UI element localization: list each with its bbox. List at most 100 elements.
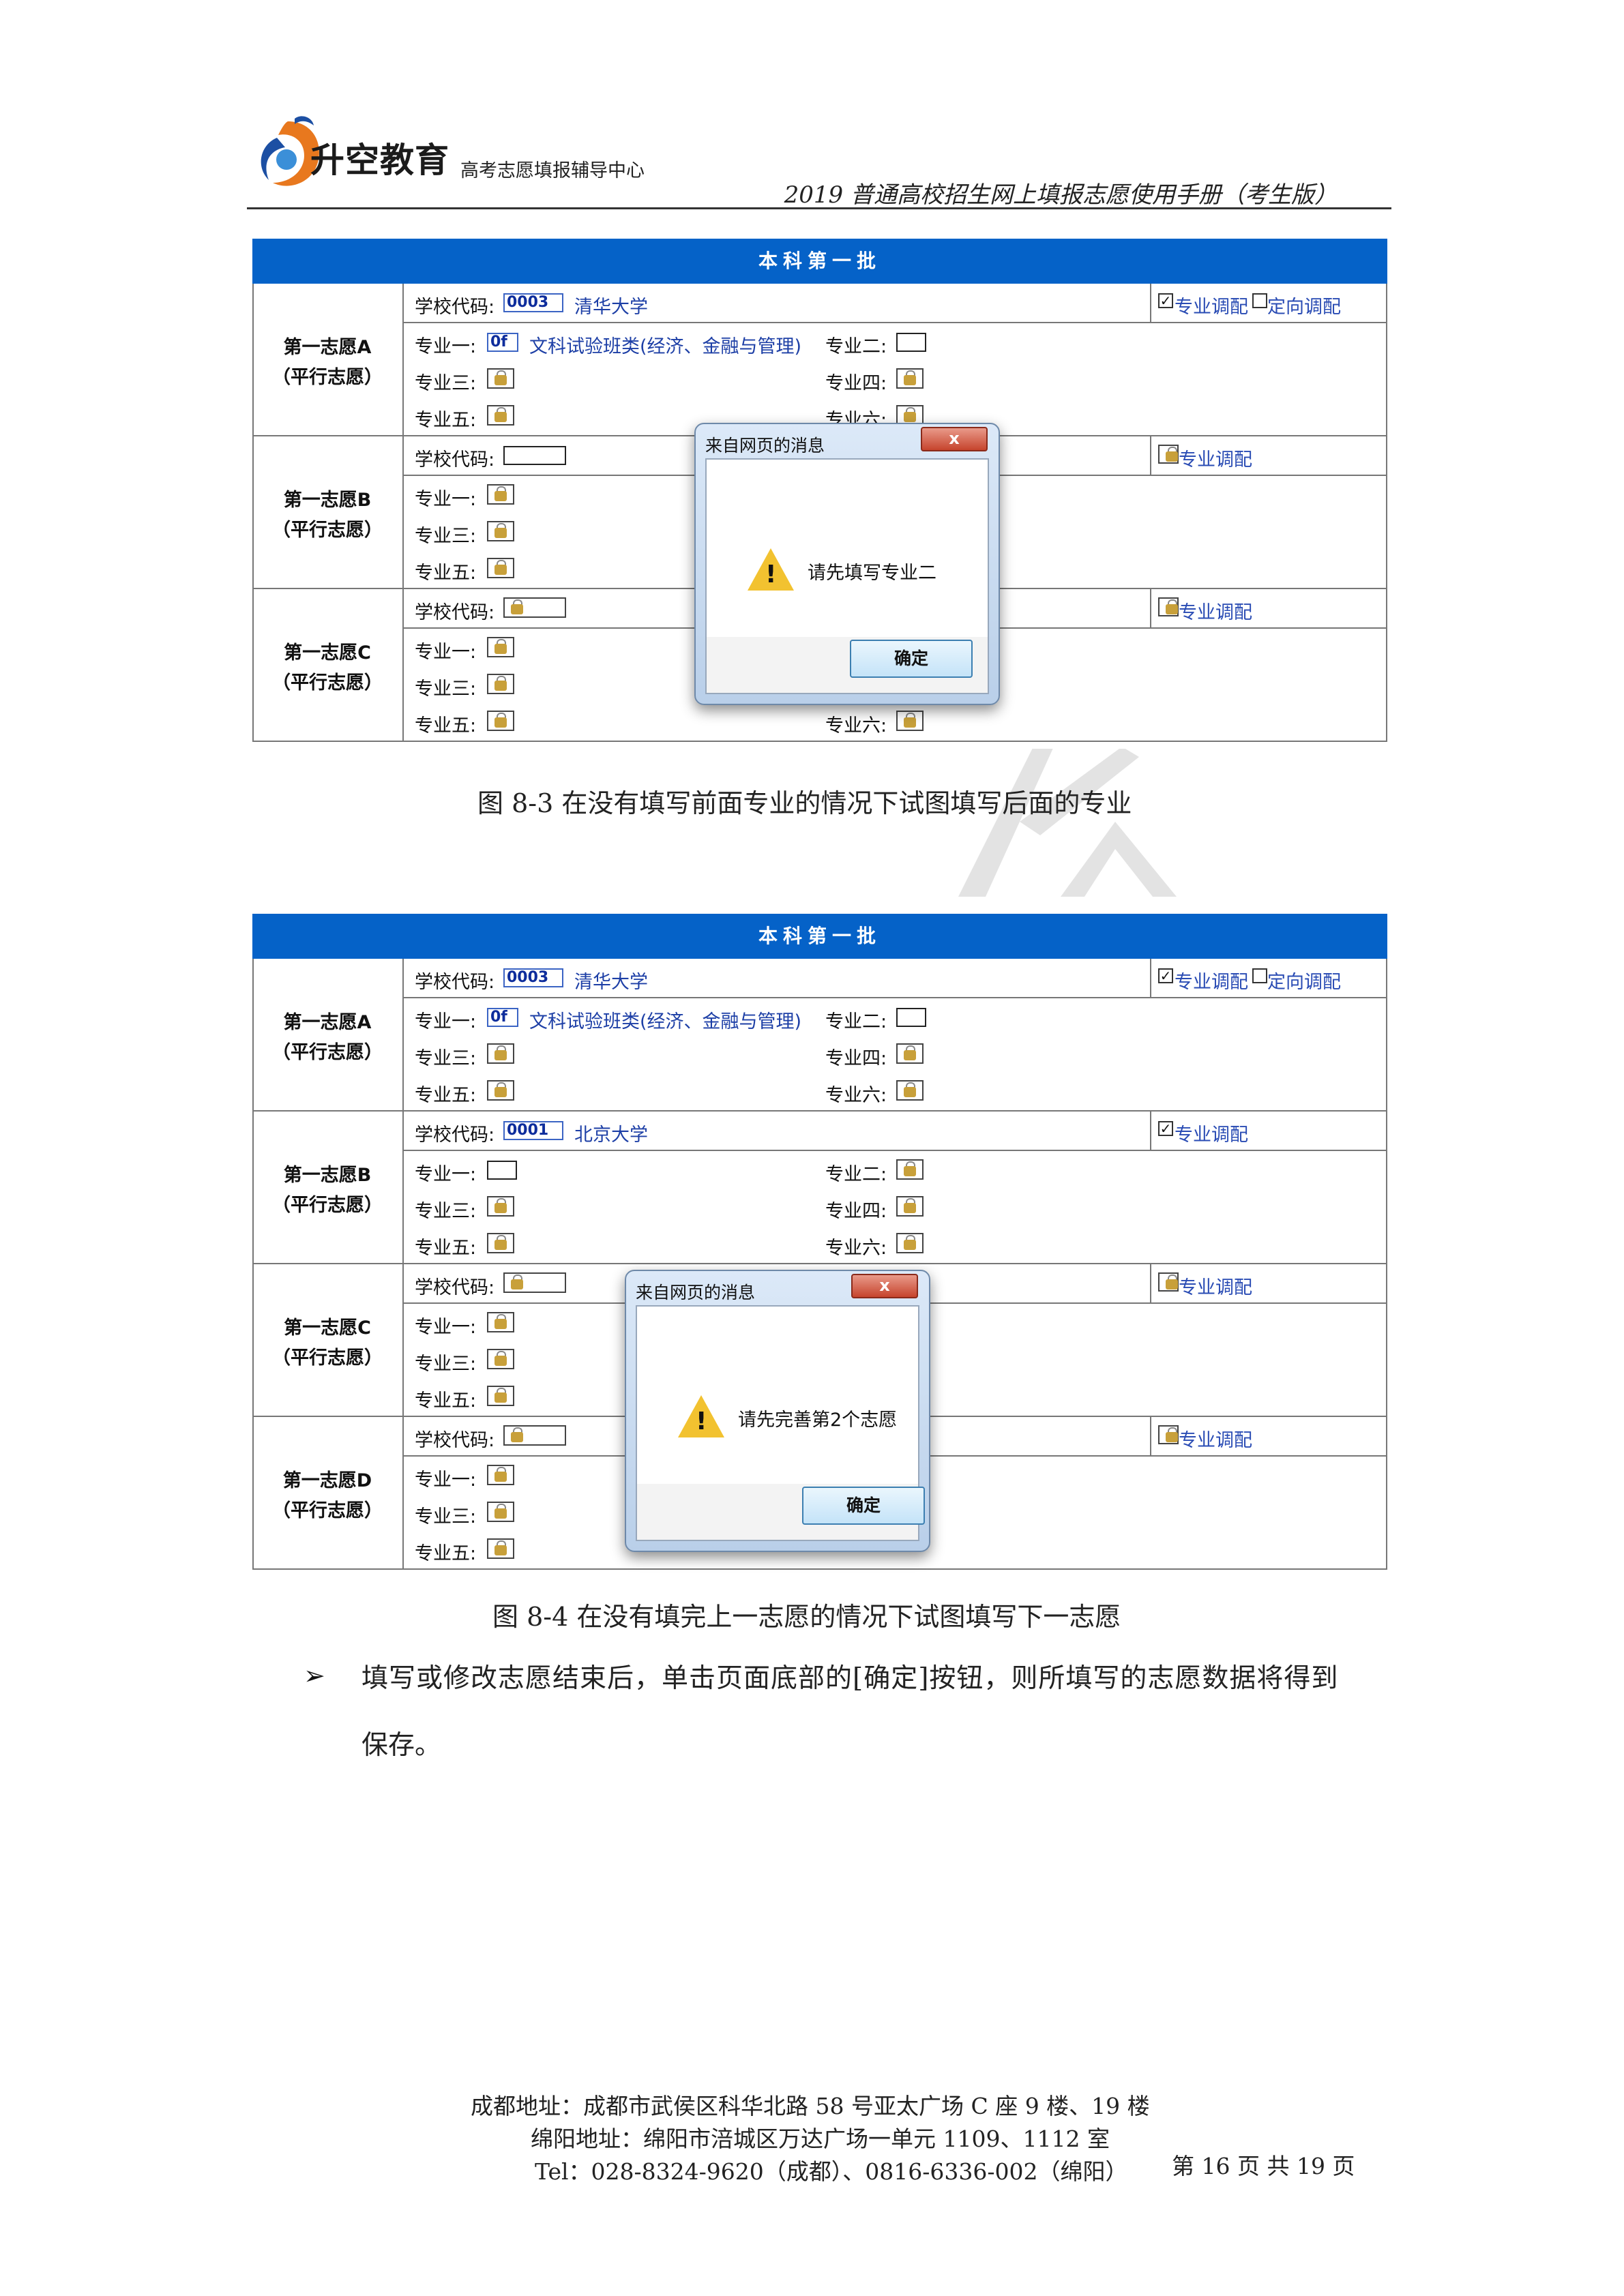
major-3-label: 专业三: <box>415 679 477 700</box>
adjust-checkbox[interactable]: ✓ <box>1158 968 1173 983</box>
school-name: 清华大学 <box>574 297 648 318</box>
alert-dialog: 来自网页的消息 x ! 请先填写专业二 确定 <box>694 423 1000 705</box>
document-title: 2019 普通高校招生网上填报志愿使用手册（考生版） <box>784 181 1338 209</box>
brand-subtitle: 高考志愿填报辅导中心 <box>460 160 645 181</box>
major-4-label: 专业四: <box>825 1201 887 1222</box>
ok-button[interactable]: 确定 <box>802 1487 925 1525</box>
school-code-label: 学校代码: <box>415 1430 495 1451</box>
major-3-label: 专业三: <box>415 1506 477 1527</box>
major-2-input[interactable] <box>896 1008 926 1027</box>
parallel-label: （平行志愿） <box>272 1195 383 1216</box>
school-code-input[interactable]: 0003 <box>503 968 563 987</box>
parallel-label: （平行志愿） <box>272 520 383 541</box>
warning-icon <box>748 548 794 591</box>
major-5-lock-icon[interactable] <box>487 1080 514 1101</box>
major-3-lock-icon[interactable] <box>487 674 514 694</box>
school-code-input[interactable]: 0001 <box>503 1121 563 1140</box>
major-3-lock-icon[interactable] <box>487 1043 514 1064</box>
directed-label: 定向调配 <box>1267 297 1341 318</box>
major-5-lock-icon[interactable] <box>487 1538 514 1559</box>
volunteer-block-a: 第一志愿A（平行志愿） 学校代码: 0003 清华大学 ✓ 专业调配 定向调配 … <box>252 284 1387 436</box>
adjust-label: 专业调配 <box>1179 1430 1252 1451</box>
close-icon[interactable]: x <box>851 1274 918 1298</box>
major-1-input[interactable] <box>487 1161 517 1180</box>
major-1-label: 专业一: <box>415 1470 477 1491</box>
major-3-lock-icon[interactable] <box>487 521 514 541</box>
school-name: 清华大学 <box>574 972 648 993</box>
adjust-lock-icon[interactable] <box>1158 445 1179 464</box>
directed-checkbox[interactable] <box>1252 293 1267 308</box>
school-code-input[interactable]: 0003 <box>503 293 563 312</box>
major-4-lock-icon[interactable] <box>896 1043 924 1064</box>
directed-checkbox[interactable] <box>1252 968 1267 983</box>
major-3-lock-icon[interactable] <box>487 1196 514 1217</box>
volunteer-name: 第一志愿C <box>284 642 371 664</box>
major-2-label: 专业二: <box>825 336 887 357</box>
major-5-lock-icon[interactable] <box>487 1233 514 1253</box>
close-icon[interactable]: x <box>921 427 988 451</box>
major-5-label: 专业五: <box>415 1543 477 1564</box>
ok-button[interactable]: 确定 <box>850 640 973 678</box>
major-4-lock-icon[interactable] <box>896 368 924 389</box>
brand-logo-icon <box>261 116 319 186</box>
major-3-lock-icon[interactable] <box>487 368 514 389</box>
figure-caption: 图 8-4 在没有填完上一志愿的情况下试图填写下一志愿 <box>492 1602 1121 1632</box>
adjust-label: 专业调配 <box>1179 1277 1252 1298</box>
adjust-checkbox[interactable]: ✓ <box>1158 1121 1173 1136</box>
school-code-lock-icon[interactable] <box>503 1272 566 1293</box>
major-5-label: 专业五: <box>415 715 477 736</box>
warning-icon <box>678 1395 724 1437</box>
major-5-lock-icon[interactable] <box>487 558 514 578</box>
major-1-lock-icon[interactable] <box>487 1465 514 1485</box>
volunteer-name: 第一志愿B <box>283 490 372 511</box>
major-6-lock-icon[interactable] <box>896 711 924 731</box>
volunteer-block-c: 第一志愿C（平行志愿） 学校代码: 专业调配 专业一: 专业三: 专业五: 专业… <box>252 589 1387 742</box>
volunteer-block-b: 第一志愿B（平行志愿） 学校代码: 0001 北京大学 ✓ 专业调配 专业一: … <box>252 1112 1387 1264</box>
major-1-label: 专业一: <box>415 336 477 357</box>
major-6-lock-icon[interactable] <box>896 1233 924 1253</box>
school-code-input[interactable] <box>503 446 566 465</box>
major-3-lock-icon[interactable] <box>487 1349 514 1369</box>
school-code-lock-icon[interactable] <box>503 597 566 618</box>
school-name: 北京大学 <box>574 1124 648 1146</box>
major-6-lock-icon[interactable] <box>896 1080 924 1101</box>
major-1-code-input[interactable]: 0f <box>487 1008 518 1027</box>
school-code-label: 学校代码: <box>415 972 495 993</box>
major-1-label: 专业一: <box>415 642 477 663</box>
major-1-label: 专业一: <box>415 1317 477 1338</box>
adjust-checkbox[interactable]: ✓ <box>1158 293 1173 308</box>
major-5-lock-icon[interactable] <box>487 405 514 426</box>
major-2-label: 专业二: <box>825 1164 887 1185</box>
volunteer-name: 第一志愿B <box>283 1165 372 1186</box>
major-5-lock-icon[interactable] <box>487 1386 514 1406</box>
major-1-lock-icon[interactable] <box>487 637 514 657</box>
volunteer-block-b: 第一志愿B（平行志愿） 学校代码: 专业调配 专业一: 专业三: 专业五: <box>252 436 1387 589</box>
major-3-lock-icon[interactable] <box>487 1502 514 1522</box>
volunteer-name: 第一志愿A <box>283 1012 372 1033</box>
bullet-text: 填写或修改志愿结束后，单击页面底部的[确定]按钮，则所填写的志愿数据将得到 <box>361 1663 1339 1694</box>
adjust-lock-icon[interactable] <box>1158 597 1179 616</box>
major-2-input[interactable] <box>896 333 926 352</box>
brand-name: 升空教育 <box>310 140 449 180</box>
directed-label: 定向调配 <box>1267 972 1341 993</box>
adjust-lock-icon[interactable] <box>1158 1425 1179 1444</box>
major-2-lock-icon[interactable] <box>896 1159 924 1180</box>
dialog-title: 来自网页的消息 <box>705 436 825 456</box>
footer-mianyang-address: 绵阳地址：绵阳市涪城区万达广场一单元 1109、1112 室 <box>531 2126 1110 2152</box>
major-4-label: 专业四: <box>825 1048 887 1069</box>
major-1-lock-icon[interactable] <box>487 484 514 505</box>
dialog-message: 请先填写专业二 <box>808 563 936 584</box>
major-1-label: 专业一: <box>415 489 477 510</box>
school-code-lock-icon[interactable] <box>503 1425 566 1446</box>
major-1-lock-icon[interactable] <box>487 1312 514 1332</box>
major-6-lock-icon[interactable] <box>896 405 924 426</box>
school-code-label: 学校代码: <box>415 602 495 623</box>
school-code-label: 学校代码: <box>415 1124 495 1146</box>
adjust-lock-icon[interactable] <box>1158 1272 1179 1292</box>
major-5-label: 专业五: <box>415 1085 477 1106</box>
major-1-code-input[interactable]: 0f <box>487 333 518 352</box>
major-5-lock-icon[interactable] <box>487 711 514 731</box>
parallel-label: （平行志愿） <box>272 1500 383 1521</box>
major-4-lock-icon[interactable] <box>896 1196 924 1217</box>
major-5-label: 专业五: <box>415 1238 477 1259</box>
